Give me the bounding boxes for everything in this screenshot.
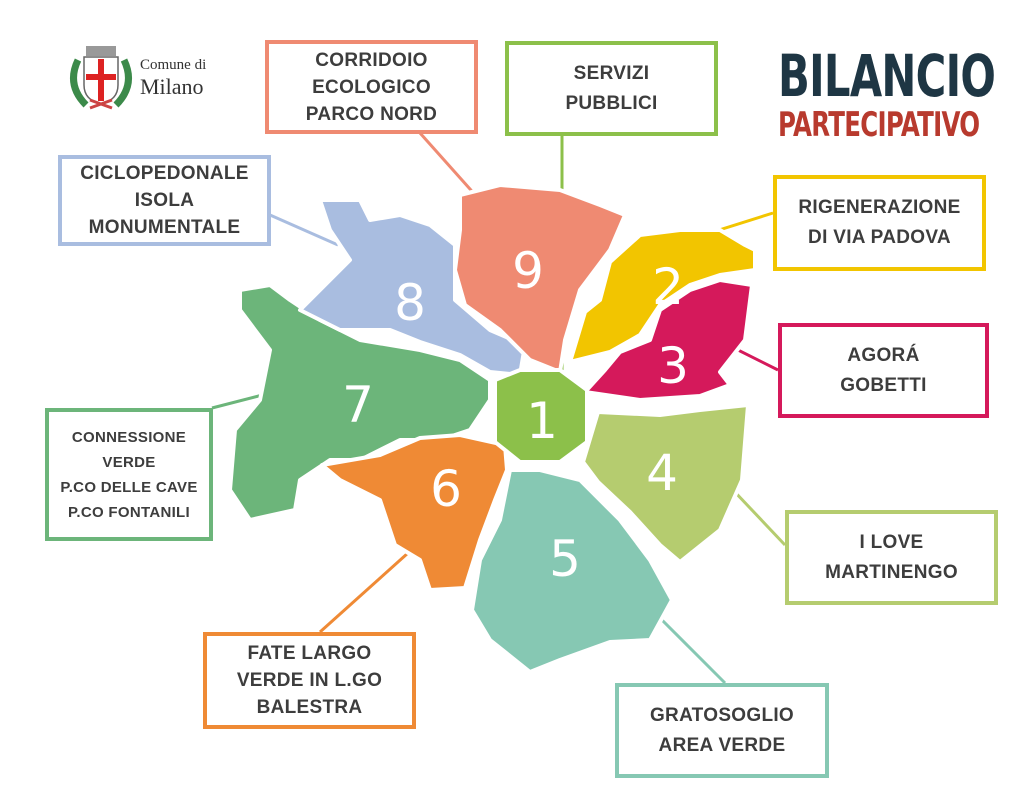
bilancio-partecipativo-title: BILANCIO PARTECIPATIVO [778, 42, 996, 145]
zone-number-4: 4 [646, 444, 678, 502]
zone-number-3: 3 [657, 337, 689, 395]
zone-1 [493, 368, 589, 464]
project-box-5: GRATOSOGLIO AREA VERDE [615, 683, 829, 778]
logo-line-1: Comune di [140, 57, 207, 73]
zone-6 [320, 433, 509, 592]
title-line-2: PARTECIPATIVO [778, 105, 980, 145]
zone-number-1: 1 [526, 392, 558, 450]
project-box-3: AGORÁ GOBETTI [778, 323, 989, 418]
leader-line-4 [731, 488, 787, 547]
leader-line-6 [318, 551, 410, 634]
zone-7 [228, 283, 492, 522]
zone-8 [298, 198, 527, 377]
project-box-8: CICLOPEDONALE ISOLA MONUMENTALE [58, 155, 271, 246]
leader-line-8 [269, 213, 339, 247]
project-box-4: I LOVE MARTINENGO [785, 510, 998, 605]
project-box-1: SERVIZI PUBBLICI [505, 41, 718, 136]
project-box-9: CORRIDOIO ECOLOGICO PARCO NORD [265, 40, 478, 134]
project-box-2: RIGENERAZIONE DI VIA PADOVA [773, 175, 986, 271]
zone-9 [453, 183, 627, 374]
leader-line-9 [418, 132, 480, 199]
zone-2 [568, 228, 757, 364]
zone-number-2: 2 [652, 258, 684, 316]
title-line-1: BILANCIO [778, 42, 996, 110]
zone-number-5: 5 [549, 530, 581, 588]
zone-4 [581, 403, 750, 564]
project-box-7: CONNESSIONE VERDE P.CO DELLE CAVE P.CO F… [45, 408, 213, 541]
zone-number-8: 8 [394, 274, 426, 332]
zone-number-7: 7 [342, 376, 374, 434]
zone-5 [470, 468, 674, 674]
logo-line-2: Milano [140, 74, 204, 99]
project-box-6: FATE LARGO VERDE IN L.GO BALESTRA [203, 632, 416, 729]
zone-3 [583, 278, 754, 402]
zone-number-6: 6 [430, 460, 462, 518]
comune-di-milano-logo: Comune di Milano [140, 56, 206, 100]
milano-coat-of-arms-icon [70, 46, 132, 110]
zone-number-9: 9 [512, 242, 544, 300]
